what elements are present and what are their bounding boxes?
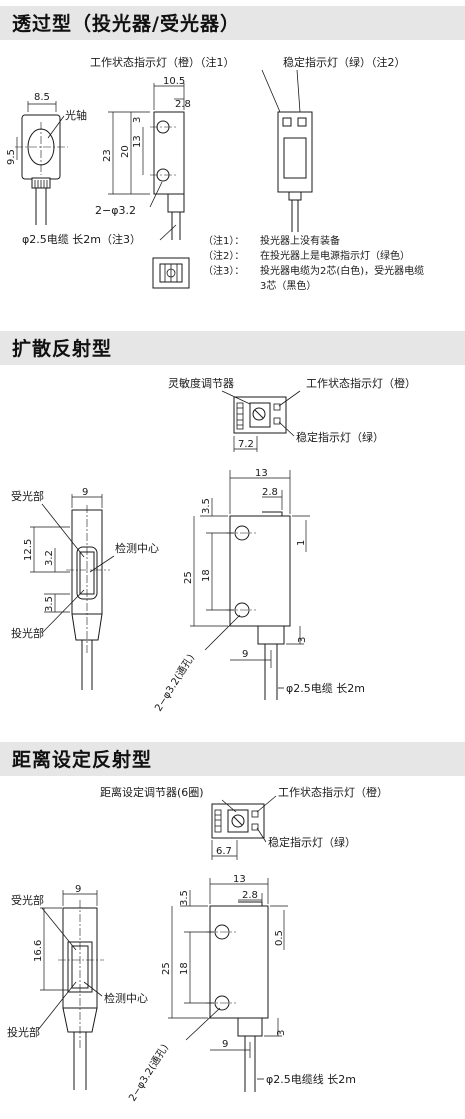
dim-9-bottom: 9	[222, 1039, 228, 1050]
dim-9: 9	[82, 487, 88, 498]
dim-25: 25	[183, 571, 194, 584]
callout-stable-led: 稳定指示灯（绿）	[296, 430, 384, 444]
section-header-through-beam: 透过型（投光器/受光器）	[0, 6, 465, 40]
callout-status-led: 工作状态指示灯（橙）	[278, 785, 388, 799]
callout-stable-led: 稳定指示灯（绿）	[268, 835, 356, 849]
sensitivity-knob	[252, 407, 266, 421]
dim-1: 1	[296, 540, 307, 546]
dim-9: 9	[75, 884, 81, 895]
side-view-housing	[209, 905, 269, 1019]
side-view-housing	[229, 515, 291, 627]
dim-18: 18	[201, 569, 212, 582]
section-title: 透过型（投光器/受光器）	[12, 13, 240, 35]
note-3-text-cont: 3芯（黑色）	[260, 279, 316, 292]
note-2-tag: （注2）：	[203, 249, 244, 262]
note-1-tag: （注1）：	[203, 234, 244, 247]
label-cable: φ2.5电缆 长2m	[286, 682, 365, 695]
section-header-diffuse: 扩散反射型	[0, 331, 465, 365]
label-mount-holes: 2−φ3.2(通孔)	[152, 652, 197, 714]
note-3-text: 投光器电缆为2芯(白色)，受光器电缆	[260, 264, 424, 277]
diffuse-drawing: 灵敏度调节器 工作状态指示灯（橙） 稳定指示灯（绿） 7.2 9 12.5 3.…	[11, 376, 416, 714]
dim-9-bottom: 9	[242, 649, 248, 660]
label-receiver: 受光部	[11, 489, 44, 503]
section-title: 扩散反射型	[12, 338, 113, 360]
dim-3: 3	[276, 1030, 287, 1036]
callout-sensitivity-adj: 灵敏度调节器	[168, 376, 234, 390]
label-emitter: 投光部	[11, 626, 44, 640]
dim-3: 3	[132, 117, 143, 123]
dim-3-2: 3.2	[44, 550, 55, 566]
dim-9-5: 9.5	[6, 149, 17, 165]
dim-8-5: 8.5	[34, 92, 50, 103]
dim-13: 13	[233, 874, 246, 885]
dim-7-2: 7.2	[238, 439, 254, 450]
note-3-tag: （注3）：	[203, 264, 244, 277]
callout-status-led: 工作状态指示灯（橙）	[306, 376, 416, 390]
dim-13: 13	[255, 468, 268, 479]
label-cable: φ2.5电缆 长2m（注3）	[22, 232, 141, 246]
mount-hole-bottom	[214, 995, 230, 1011]
dim-23: 23	[102, 149, 113, 162]
label-detection-center: 检测中心	[104, 991, 148, 1005]
through-beam-drawing: 工作状态指示灯（橙）（注1） 稳定指示灯（绿）（注2） 8.5 9.5 光轴 1…	[6, 55, 424, 292]
label-mount-holes: 2−φ3.2(通孔)	[126, 1042, 171, 1104]
label-detection-center: 检测中心	[115, 541, 159, 555]
dim-16-6: 16.6	[33, 940, 44, 962]
dim-13: 13	[132, 135, 143, 148]
dim-3-5: 3.5	[201, 498, 212, 514]
mount-hole-top	[234, 525, 250, 541]
note-1-text: 投光器上没有装备	[260, 234, 340, 247]
status-led-indicator	[282, 117, 292, 127]
stable-led-indicator	[297, 117, 307, 127]
section-header-distance-setting: 距离设定反射型	[0, 742, 465, 776]
dim-3-5: 3.5	[179, 890, 190, 906]
callout-distance-adj: 距离设定调节器(6圈)	[100, 785, 204, 799]
dim-6-7: 6.7	[216, 846, 232, 857]
label-receiver: 受光部	[11, 893, 44, 907]
sensor-side-view	[153, 111, 185, 195]
label-optical-axis: 光轴	[65, 108, 87, 122]
dim-12-5: 12.5	[23, 539, 34, 561]
dim-2-8: 2.8	[242, 890, 258, 901]
note-2-text: 在投光器上是电源指示灯（绿色）	[260, 249, 410, 262]
label-cable: φ2.5电缆线 长2m	[266, 1072, 356, 1086]
callout-status-led: 工作状态指示灯（橙）（注1）	[90, 55, 235, 69]
dim-20: 20	[120, 145, 131, 158]
section-title: 距离设定反射型	[12, 749, 153, 771]
label-emitter: 投光部	[7, 1025, 40, 1039]
distance-setting-drawing: 距离设定调节器(6圈) 工作状态指示灯（橙） 稳定指示灯（绿） 6.7 9 16…	[7, 785, 388, 1104]
dim-18: 18	[179, 962, 190, 975]
mount-hole-top	[214, 924, 230, 940]
distance-knob	[231, 814, 245, 828]
label-mount-holes: 2−φ3.2	[95, 204, 136, 217]
dim-3: 3	[297, 637, 308, 643]
dim-0-5: 0.5	[274, 930, 285, 946]
mount-hole-bottom	[234, 602, 250, 618]
dim-25: 25	[161, 962, 172, 975]
dim-2-8: 2.8	[262, 487, 278, 498]
callout-stable-led: 稳定指示灯（绿）（注2）	[283, 55, 406, 69]
dim-2-8: 2.8	[175, 99, 191, 110]
dim-10-5: 10.5	[163, 76, 185, 87]
dim-3-5-left: 3.5	[44, 596, 55, 612]
